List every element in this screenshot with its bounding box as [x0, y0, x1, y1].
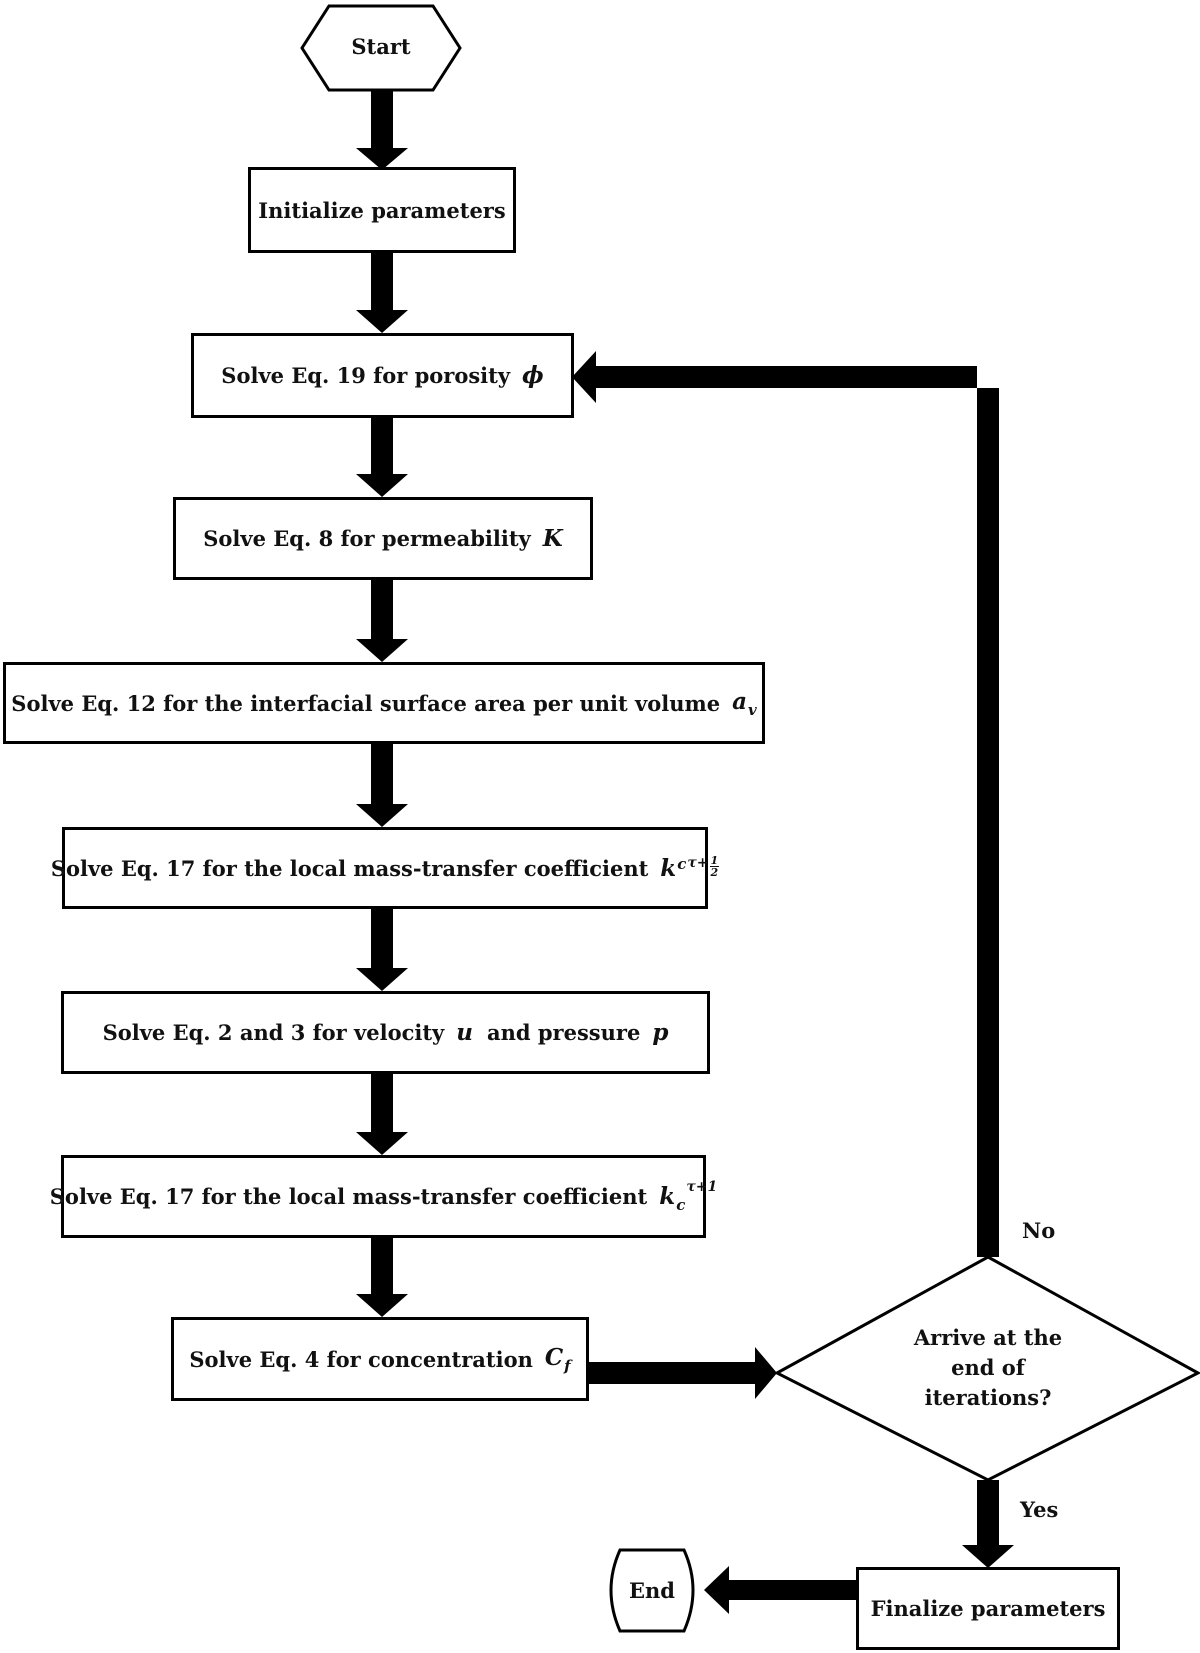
porosity-symbol: ϕ [522, 362, 544, 389]
step-surface-area: Solve Eq. 12 for the interfacial surface… [3, 662, 765, 744]
decision-text: Arrive at the end of iterations? [858, 1323, 1118, 1413]
step-concentration-text: Solve Eq. 4 for concentration [189, 1346, 533, 1372]
arrow-no-loop [572, 351, 999, 1257]
arrow-finalize-to-end [704, 1566, 856, 1614]
mass-transfer-full-superscript: τ+1 [686, 1179, 718, 1195]
mass-transfer-full-symbol: kcτ+1 [659, 1179, 718, 1214]
start-hexagon [300, 4, 462, 92]
step-concentration: Solve Eq. 4 for concentration Cf [171, 1317, 589, 1401]
step-permeability-text: Solve Eq. 8 for permeability [203, 526, 531, 551]
step-initialize-text: Initialize parameters [258, 197, 506, 223]
step-finalize: Finalize parameters [856, 1567, 1120, 1650]
arrow-concentration-to-decision [588, 1347, 777, 1399]
arrow-start-to-init [356, 90, 408, 170]
step-porosity-text: Solve Eq. 19 for porosity [221, 363, 511, 388]
arrow-init-to-porosity [356, 253, 408, 333]
end-terminator [609, 1548, 695, 1633]
velocity-pressure-joiner: and pressure [487, 1020, 641, 1045]
decision-line-2: end of [951, 1355, 1025, 1380]
surface-area-subscript: v [747, 700, 757, 719]
mass-transfer-half-superscript: τ+ [687, 854, 709, 871]
arrow-permeability-to-surface [356, 580, 408, 662]
arrow-mass-full-to-concentration [356, 1238, 408, 1317]
mass-transfer-full-subscript: c [676, 1196, 686, 1214]
mass-transfer-half-symbol: k c τ+ 1 2 [660, 853, 720, 882]
velocity-symbol: u [456, 1019, 473, 1046]
step-porosity: Solve Eq. 19 for porosity ϕ [191, 333, 574, 418]
arrow-velocity-to-mass-full [356, 1074, 408, 1155]
step-velocity-pressure-text: Solve Eq. 2 and 3 for velocity [102, 1020, 445, 1045]
concentration-symbol: Cf [544, 1343, 571, 1375]
step-initialize: Initialize parameters [248, 167, 516, 253]
step-surface-area-text: Solve Eq. 12 for the interfacial surface… [11, 690, 721, 716]
step-mass-transfer-full: Solve Eq. 17 for the local mass-transfer… [50, 1155, 717, 1238]
step-velocity-pressure: Solve Eq. 2 and 3 for velocity u and pre… [61, 991, 710, 1074]
decision-line-3: iterations? [924, 1385, 1052, 1410]
arrow-decision-to-finalize [962, 1480, 1014, 1568]
yes-label: Yes [1020, 1497, 1059, 1522]
surface-area-symbol: av [732, 687, 757, 719]
step-mass-transfer-full-text: Solve Eq. 17 for the local mass-transfer… [49, 1184, 648, 1209]
decision-line-1: Arrive at the [913, 1325, 1063, 1350]
end-label: End [629, 1578, 675, 1603]
concentration-subscript: f [564, 1356, 571, 1375]
step-permeability: Solve Eq. 8 for permeability K [173, 497, 593, 580]
step-finalize-text: Finalize parameters [870, 1596, 1106, 1621]
arrow-surface-to-mass-half [356, 744, 408, 827]
no-label: No [1022, 1218, 1056, 1243]
arrow-porosity-to-permeability [356, 418, 408, 497]
start-label: Start [351, 34, 411, 59]
step-mass-transfer-half-text: Solve Eq. 17 for the local mass-transfer… [50, 855, 649, 881]
step-mass-transfer-half: Solve Eq. 17 for the local mass-transfer… [51, 827, 720, 909]
mass-transfer-half-subscript: c [677, 854, 687, 873]
mass-transfer-half-fraction: 1 2 [709, 853, 720, 879]
pressure-symbol: p [652, 1019, 669, 1046]
arrow-mass-half-to-velocity [356, 909, 408, 991]
permeability-symbol: K [542, 525, 563, 552]
